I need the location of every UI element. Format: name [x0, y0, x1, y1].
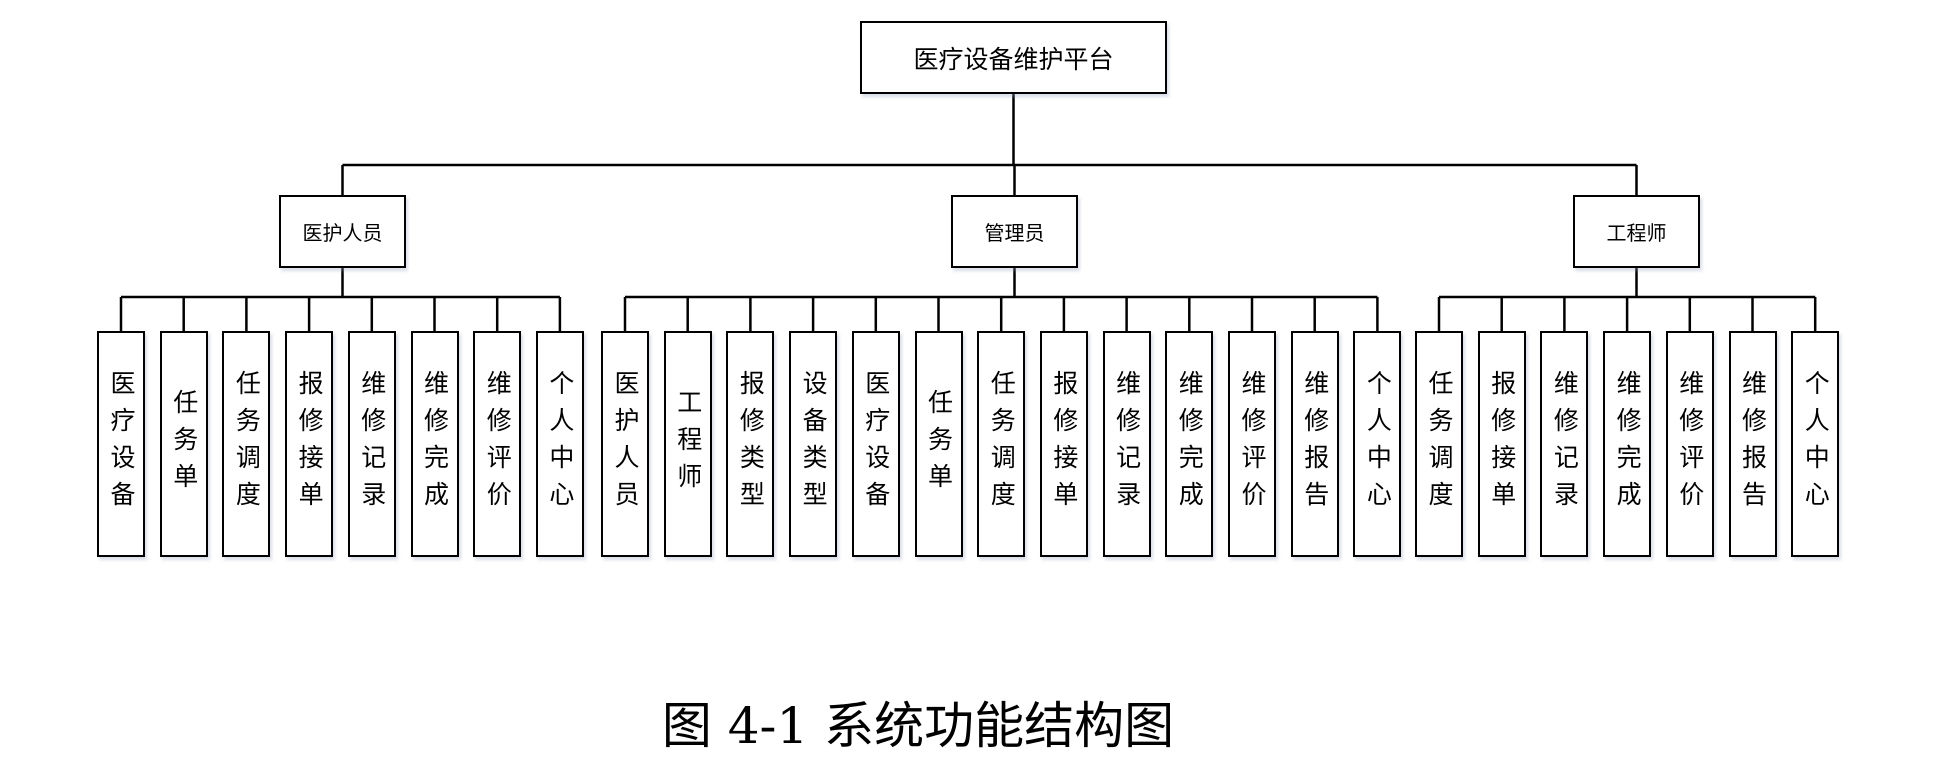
function-node: 报修接单 [1477, 331, 1526, 557]
function-node: 报修接单 [1039, 331, 1088, 557]
function-label: 维修报告 [1738, 370, 1768, 518]
function-node: 维修记录 [1102, 331, 1151, 557]
function-node: 维修完成 [410, 331, 459, 557]
role-label: 工程师 [1606, 221, 1667, 245]
function-node: 医疗设备 [97, 331, 145, 557]
function-node: 维修完成 [1603, 331, 1652, 557]
function-label: 报修接单 [1487, 370, 1517, 518]
function-label: 任务单 [169, 388, 199, 500]
function-node: 维修报告 [1728, 331, 1777, 557]
function-node: 医护人员 [601, 331, 649, 557]
function-node: 维修评价 [473, 331, 522, 557]
function-label: 维修完成 [420, 370, 450, 518]
function-label: 任务调度 [987, 370, 1017, 518]
function-node: 设备类型 [789, 331, 838, 557]
function-node: 任务单 [914, 331, 963, 557]
function-label: 个人中心 [545, 370, 575, 518]
function-node: 任务调度 [222, 331, 271, 557]
function-node: 任务调度 [1415, 331, 1463, 557]
function-node: 任务单 [159, 331, 208, 557]
function-node: 报修类型 [726, 331, 775, 557]
function-node: 维修记录 [1540, 331, 1589, 557]
function-node: 个人中心 [1791, 331, 1840, 557]
function-label: 报修类型 [736, 370, 766, 518]
figure-caption: 图 4-1 系统功能结构图 [661, 697, 1175, 755]
function-label: 维修评价 [1238, 370, 1267, 518]
function-node: 报修接单 [285, 331, 334, 557]
function-node: 维修评价 [1228, 331, 1276, 557]
function-label: 维修记录 [357, 370, 387, 518]
function-node: 维修完成 [1165, 331, 1214, 557]
role-node: 管理员 [951, 195, 1078, 268]
role-label: 医护人员 [302, 221, 383, 245]
function-node: 任务调度 [977, 331, 1026, 557]
function-label: 任务调度 [232, 370, 262, 518]
function-node: 维修报告 [1290, 331, 1339, 557]
function-label: 维修记录 [1550, 370, 1580, 518]
function-label: 报修接单 [295, 370, 325, 518]
root-node: 医疗设备维护平台 [860, 21, 1167, 94]
role-label: 管理员 [984, 221, 1045, 245]
function-label: 报修接单 [1049, 370, 1079, 518]
function-label: 个人中心 [1801, 370, 1831, 518]
function-node: 个人中心 [1353, 331, 1402, 557]
function-label: 维修报告 [1300, 370, 1330, 518]
function-label: 个人中心 [1363, 370, 1393, 518]
function-label: 维修完成 [1613, 370, 1643, 518]
function-label: 任务调度 [1425, 370, 1454, 518]
role-node: 工程师 [1573, 195, 1700, 268]
function-label: 维修记录 [1112, 370, 1142, 518]
function-label: 维修完成 [1175, 370, 1205, 518]
function-label: 医护人员 [611, 370, 640, 518]
function-node: 医疗设备 [851, 331, 900, 557]
function-node: 维修评价 [1665, 331, 1714, 557]
function-label: 设备类型 [799, 370, 829, 518]
function-label: 维修评价 [1675, 370, 1705, 518]
function-label: 维修评价 [483, 370, 513, 518]
function-label: 医疗设备 [861, 370, 891, 518]
function-node: 工程师 [663, 331, 712, 557]
function-label: 工程师 [673, 388, 703, 500]
function-node: 个人中心 [535, 331, 584, 557]
role-node: 医护人员 [279, 195, 406, 268]
root-label: 医疗设备维护平台 [913, 44, 1114, 74]
function-label: 任务单 [924, 388, 954, 500]
function-label: 医疗设备 [107, 370, 136, 518]
function-node: 维修记录 [347, 331, 396, 557]
